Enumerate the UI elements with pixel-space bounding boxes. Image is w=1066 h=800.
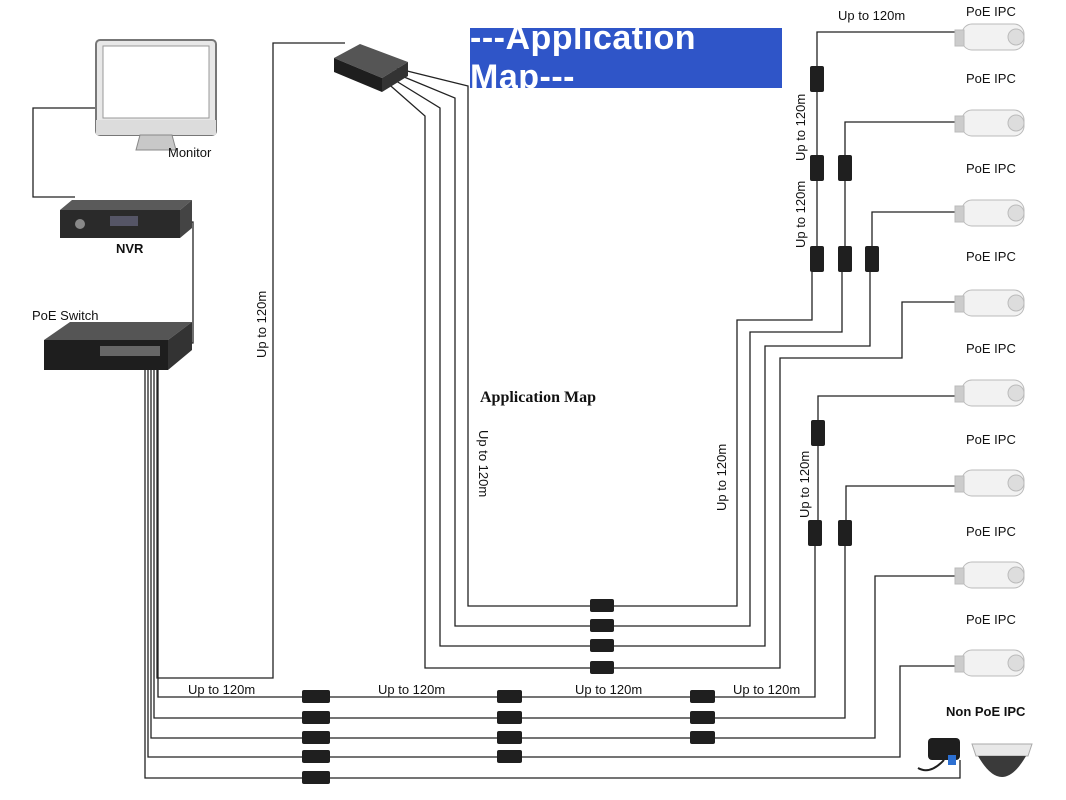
camera-label-8: PoE IPC: [966, 612, 1016, 627]
wire-right-chain-d: [844, 121, 955, 180]
extender-block: [590, 639, 614, 652]
wire-bus-3: [150, 350, 955, 739]
extender-block: [302, 711, 330, 724]
banner-title: ---Application Map---: [470, 19, 782, 96]
extender-block: [590, 599, 614, 612]
wire-right-chain-a: [816, 31, 955, 88]
extender-block: [497, 731, 522, 744]
wire-bus-4: [147, 350, 955, 758]
top-extender-icon: [334, 44, 408, 92]
distance-bottom-3: Up to 120m: [575, 682, 643, 697]
extender-block: [838, 155, 852, 181]
wire-mid-3: [614, 272, 871, 647]
subtitle-label: Application Map: [480, 389, 597, 406]
extender-block: [810, 246, 824, 272]
camera-label-7: PoE IPC: [966, 524, 1016, 539]
poe-switch-label: PoE Switch: [32, 308, 99, 323]
extender-block: [690, 690, 715, 703]
extender-block: [811, 420, 825, 446]
camera-label-5: PoE IPC: [966, 341, 1016, 356]
extender-block: [590, 619, 614, 632]
distance-right-vertical-3: Up to 120m: [797, 450, 812, 518]
distance-mid-vertical: Up to 120m: [714, 443, 729, 511]
extender-block: [497, 690, 522, 703]
distance-bottom-2: Up to 120m: [378, 682, 446, 697]
extender-block: [302, 731, 330, 744]
extender-block: [302, 690, 330, 703]
extender-block: [810, 155, 824, 181]
extender-block: [838, 520, 852, 546]
extender-block: [865, 246, 879, 272]
distance-bottom-4: Up to 120m: [733, 682, 801, 697]
wire-mid-1: [614, 272, 813, 607]
extender-block: [497, 750, 522, 763]
wire-ext-out-1: [394, 67, 590, 607]
wire-lower-chain-a: [817, 395, 955, 420]
camera-4: [954, 289, 1025, 317]
camera-label-3: PoE IPC: [966, 161, 1016, 176]
extender-block: [810, 66, 824, 92]
wire-mid-2: [614, 272, 843, 627]
distance-left-vertical: Up to 120m: [254, 290, 269, 358]
extender-block: [808, 520, 822, 546]
distance-bottom-1: Up to 120m: [188, 682, 256, 697]
wire-right-chain-f: [871, 211, 955, 250]
wire-ext-out-4: [383, 79, 590, 669]
camera-7: [954, 561, 1025, 589]
non-poe-label: Non PoE IPC: [946, 704, 1026, 719]
camera-2: [954, 109, 1025, 137]
distance-right-vertical-1: Up to 120m: [793, 93, 808, 161]
splitter-icon: [917, 738, 960, 772]
wire-ext-out-2: [391, 71, 590, 627]
wire-bus-5: [144, 350, 961, 779]
monitor-label: Monitor: [168, 145, 212, 160]
nvr-label: NVR: [116, 241, 144, 256]
wire-bus-2: [153, 350, 846, 719]
extender-block: [302, 771, 330, 784]
wire-ext-out-3: [387, 75, 590, 647]
extender-block: [690, 711, 715, 724]
distance-right-vertical-2: Up to 120m: [793, 180, 808, 248]
extender-block: [497, 711, 522, 724]
camera-3: [954, 199, 1025, 227]
wire-switch-top-extender: [156, 42, 345, 679]
extender-block: [590, 661, 614, 674]
camera-label-2: PoE IPC: [966, 71, 1016, 86]
dome-camera-icon: [971, 743, 1033, 777]
distance-center-vertical: Up to 120m: [476, 430, 491, 498]
camera-label-4: PoE IPC: [966, 249, 1016, 264]
poe-switch-icon: [44, 322, 192, 370]
camera-label-6: PoE IPC: [966, 432, 1016, 447]
camera-icons: [954, 23, 1025, 677]
camera-6: [954, 469, 1025, 497]
wire-monitor-nvr: [32, 107, 95, 198]
camera-label-1: PoE IPC: [966, 4, 1016, 19]
extender-block: [302, 750, 330, 763]
nvr-icon: [60, 200, 192, 238]
extender-block: [690, 731, 715, 744]
wire-mid-4: [614, 301, 955, 669]
extender-block: [838, 246, 852, 272]
camera-5: [954, 379, 1025, 407]
camera-8: [954, 649, 1025, 677]
wire-bus-1: [157, 350, 816, 698]
distance-top: Up to 120m: [838, 8, 906, 23]
camera-1: [954, 23, 1025, 51]
wire-lower-chain-c: [845, 485, 955, 522]
monitor-icon: [95, 39, 217, 151]
